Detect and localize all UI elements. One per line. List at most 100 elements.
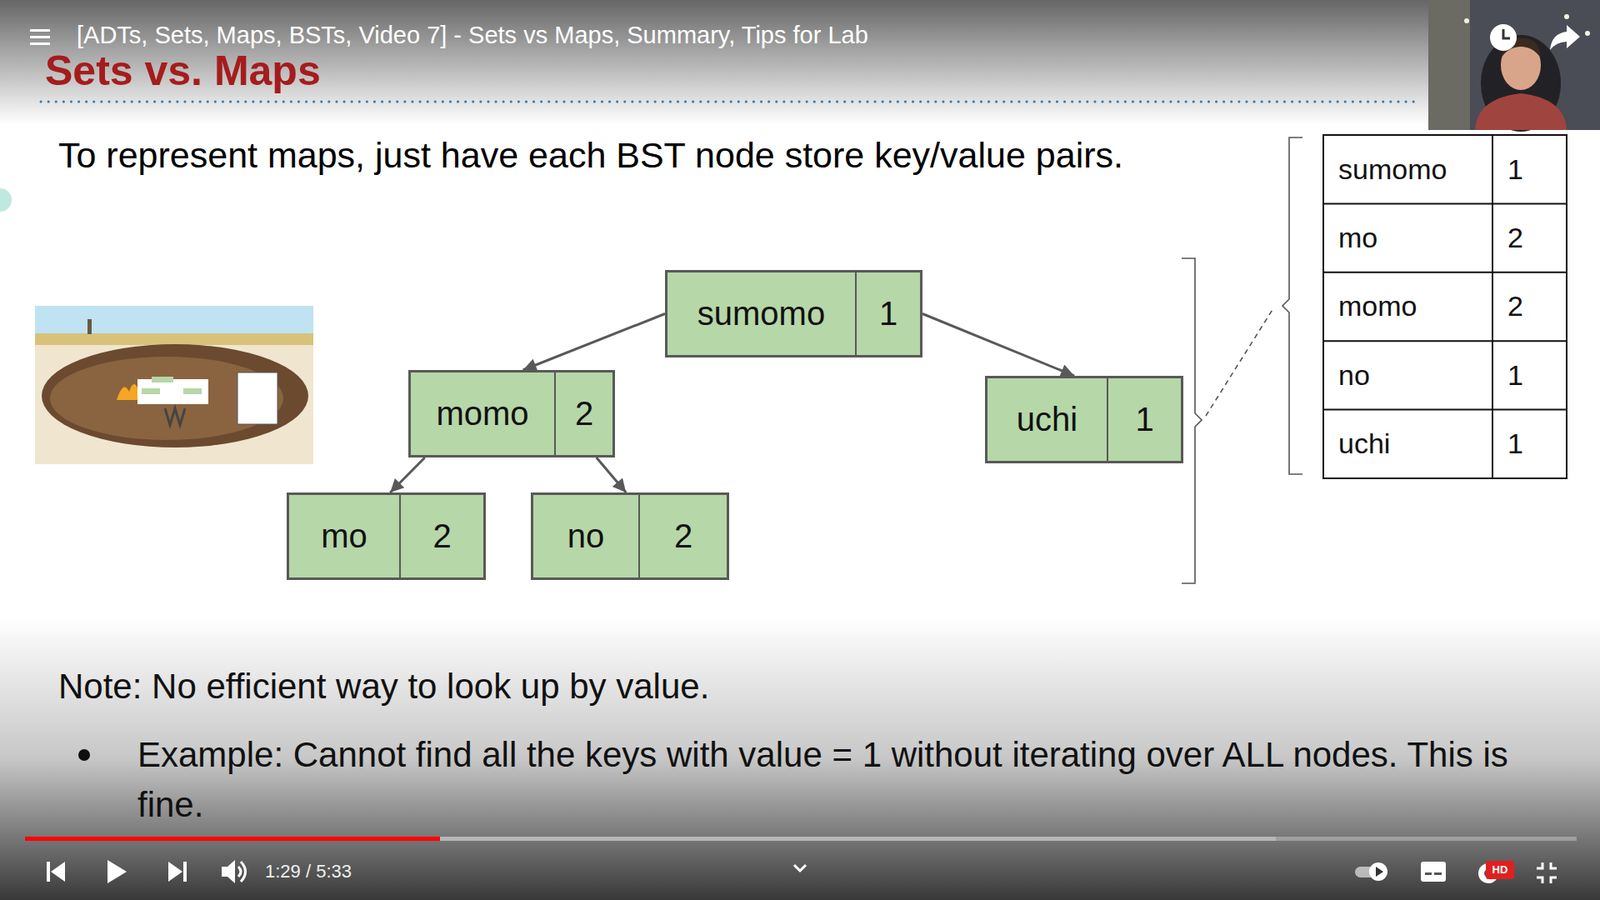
- illustration-frame: [35, 305, 314, 465]
- bottom-shade: [0, 616, 1600, 900]
- menu-icon: [30, 29, 50, 45]
- table-key: sumomo: [1323, 135, 1493, 204]
- bst-node: uchi 1: [985, 375, 1184, 464]
- table-rule: [1323, 202, 1567, 205]
- light-dot: [1464, 18, 1470, 24]
- play-icon: [107, 860, 127, 884]
- light-dot: [1585, 30, 1590, 36]
- table-key: momo: [1323, 272, 1493, 341]
- autoplay-knob: [1369, 862, 1388, 881]
- bracket: [1282, 137, 1303, 475]
- node-key: mo: [320, 517, 368, 555]
- subtitles-line: [1425, 872, 1432, 875]
- webcam-wall: [1428, 0, 1470, 130]
- table-key: no: [1323, 340, 1493, 410]
- value-cell: 1: [856, 272, 920, 355]
- cave-illustration: [35, 305, 314, 465]
- next-icon: [168, 861, 183, 882]
- webcam-background: [1428, 0, 1600, 130]
- mini-node: [141, 388, 160, 395]
- bst-node: sumomo 1: [665, 270, 923, 358]
- volume-wave: [240, 861, 246, 882]
- prev-icon: [50, 861, 65, 882]
- clock-hands: [1503, 29, 1510, 39]
- subtitles-line: [1434, 872, 1442, 875]
- key-cell: momo: [410, 372, 556, 455]
- clock-face: [1490, 24, 1517, 51]
- node-key: uchi: [1016, 400, 1078, 439]
- bst-node: momo 2: [408, 370, 615, 458]
- illustration-grass: [35, 333, 314, 345]
- autoplay-play: [1375, 866, 1384, 877]
- table-value: 1: [1492, 135, 1567, 204]
- figures: [165, 408, 185, 425]
- progress-played: [25, 836, 440, 841]
- example-text: Example: Cannot find all the keys with v…: [137, 730, 1563, 830]
- hd-badge: [1485, 860, 1515, 880]
- edge-marker: [0, 188, 12, 212]
- light-dot: [1564, 14, 1570, 20]
- tree-edge: [596, 457, 627, 493]
- shirt: [1475, 93, 1567, 130]
- node-value: 1: [879, 295, 898, 333]
- menu-bar: [30, 35, 50, 39]
- key-cell: sumomo: [667, 272, 857, 355]
- volume-wave: [238, 866, 241, 877]
- table-rule: [1323, 409, 1567, 411]
- mini-node: [183, 388, 202, 395]
- node-value: 2: [575, 395, 594, 433]
- tree-edge: [922, 314, 1075, 377]
- table-rule: [1323, 340, 1567, 342]
- mini-node: [151, 376, 174, 383]
- mini-diagram: [137, 379, 209, 405]
- node-key: no: [567, 517, 605, 555]
- node-value: 2: [674, 517, 693, 555]
- table-value: 1: [1492, 340, 1567, 410]
- next-bar: [183, 861, 187, 882]
- watch-later-icon: [1490, 24, 1517, 51]
- exit-fullscreen-icon: [1536, 862, 1557, 884]
- progress-track: [25, 836, 1577, 841]
- prev-bar: [46, 861, 50, 882]
- chevron: [794, 865, 806, 871]
- menu-bar: [30, 29, 50, 32]
- key-cell: uchi: [987, 378, 1109, 461]
- node-value: 1: [1135, 400, 1154, 439]
- menu-bar: [30, 42, 50, 45]
- top-shade: [0, 0, 1600, 125]
- table-value: 2: [1492, 272, 1567, 341]
- table-value: 2: [1492, 203, 1567, 272]
- table-key: mo: [1323, 203, 1493, 272]
- progress-buffer: [25, 836, 1276, 841]
- bst-node: no 2: [530, 492, 730, 580]
- dashed-leader: [1205, 308, 1274, 416]
- intro-sentence: To represent maps, just have each BST no…: [58, 135, 1124, 176]
- bst-node: mo 2: [286, 492, 486, 580]
- node-key: sumomo: [697, 295, 825, 333]
- cave-inner: [50, 356, 284, 440]
- table-rule: [1323, 271, 1567, 274]
- bracket: [1181, 258, 1202, 584]
- table-rule: [1491, 135, 1494, 479]
- table-value: 1: [1492, 410, 1567, 479]
- table-outline: [1323, 135, 1567, 479]
- value-cell: 2: [640, 495, 727, 578]
- table-key: uchi: [1323, 410, 1493, 479]
- time-display: 1:29 / 5:33: [265, 860, 352, 882]
- webcam-view: [1428, 0, 1600, 132]
- map-table-grid: [1323, 135, 1567, 479]
- value-cell: 2: [555, 372, 613, 455]
- mini-table: [237, 372, 278, 425]
- node-value: 2: [432, 517, 451, 555]
- volume-icon: [221, 860, 235, 884]
- standing-figure: [87, 319, 92, 335]
- slide-title: Sets vs. Maps: [45, 48, 321, 95]
- share-icon: [1550, 25, 1580, 50]
- tree-edge: [523, 314, 665, 371]
- cave-shape: [41, 344, 309, 448]
- value-cell: 2: [400, 495, 484, 578]
- tree-edge: [390, 457, 425, 493]
- video-title: [ADTs, Sets, Maps, BSTs, Video 7] - Sets…: [76, 21, 869, 50]
- subtitles-icon: [1420, 861, 1446, 882]
